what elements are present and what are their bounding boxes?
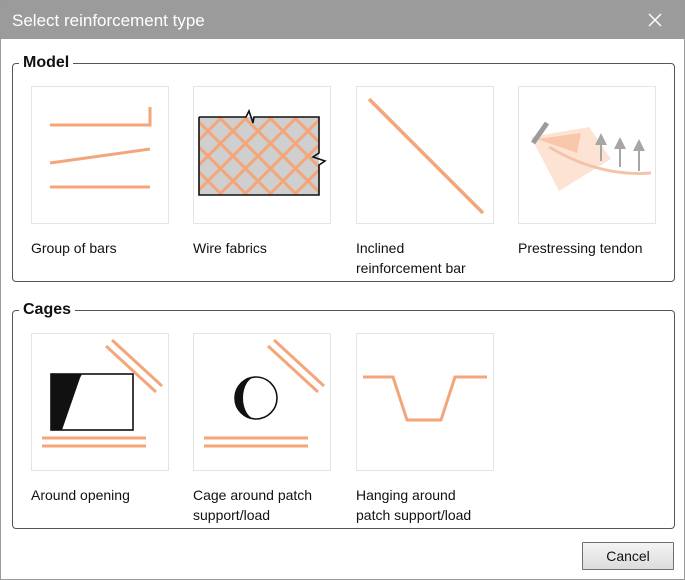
group-of-bars-icon [49,107,152,189]
group-of-bars-thumbnail [31,86,169,224]
wire-fabrics-icon [198,108,327,196]
model-group: Model Group of bars [12,53,675,282]
around-opening-thumbnail [31,333,169,471]
tile-cage-around-patch[interactable]: Cage around patch support/load [186,323,336,523]
dialog-title: Select reinforcement type [12,11,205,30]
cages-group: Cages Around opening [12,300,675,529]
tile-label: Hanging around patch support/load [356,487,472,523]
close-button[interactable] [642,7,668,33]
inclined-bar-icon [367,97,485,215]
title-bar: Select reinforcement type [1,1,684,39]
tile-label: Around opening [31,487,130,503]
tile-label: Group of bars [31,240,117,256]
cancel-button[interactable]: Cancel [582,542,674,570]
around-opening-icon [42,338,164,448]
prestressing-tendon-icon [530,121,652,191]
tile-label: Cage around patch support/load [193,487,313,523]
cage-around-patch-thumbnail [193,333,331,471]
tile-label: Wire fabrics [193,240,267,256]
hanging-around-patch-thumbnail [356,333,494,471]
cages-legend: Cages [19,300,76,320]
tile-label: Prestressing tendon [518,240,643,256]
tile-around-opening[interactable]: Around opening [24,323,174,523]
tile-inclined-reinforcement-bar[interactable]: Inclined reinforcement bar [349,76,499,276]
hanging-around-patch-icon [363,375,487,422]
tile-prestressing-tendon[interactable]: Prestressing tendon [511,76,661,276]
model-legend: Model [19,53,74,73]
tile-group-of-bars[interactable]: Group of bars [24,76,174,276]
wire-fabrics-thumbnail [193,86,331,224]
tile-wire-fabrics[interactable]: Wire fabrics [186,76,336,276]
tile-hanging-around-patch[interactable]: Hanging around patch support/load [349,323,499,523]
inclined-bar-thumbnail [356,86,494,224]
cage-around-patch-icon [204,338,326,448]
tile-label: Inclined reinforcement bar [356,240,466,276]
prestressing-tendon-thumbnail [518,86,656,224]
close-icon [648,13,662,27]
